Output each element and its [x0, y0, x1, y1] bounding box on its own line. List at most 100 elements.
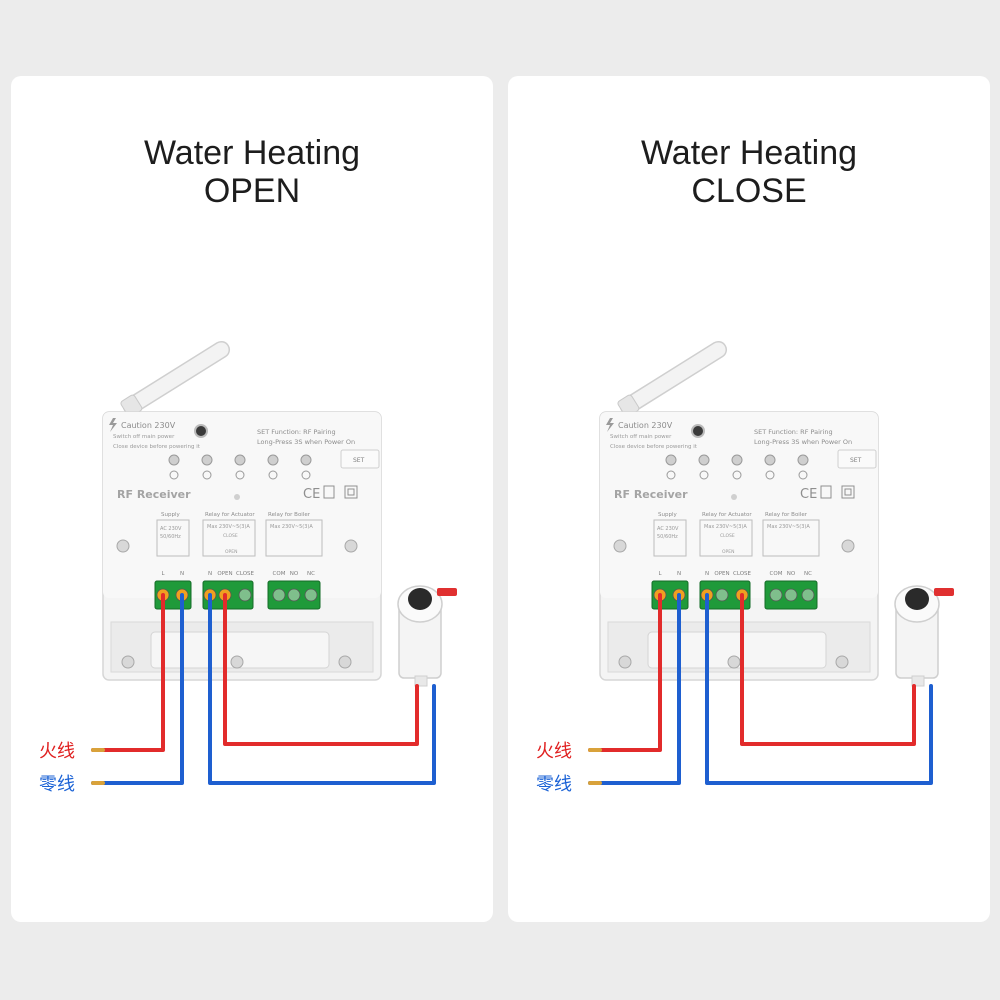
ce-mark: CE [800, 487, 817, 502]
terminal-blocks [154, 580, 321, 610]
actuator-open-label: OPEN [722, 549, 734, 555]
actuator-label: Relay for Actuator [702, 512, 752, 518]
title-line-1: Water Heating [640, 134, 858, 172]
terminal-screw [238, 588, 252, 602]
terminal-screw [304, 588, 318, 602]
neutral-wire-label: 零线 [39, 774, 75, 795]
indicator-led [764, 454, 776, 466]
boiler-box [265, 519, 323, 557]
wires [588, 593, 933, 785]
live-wire-supply [588, 593, 662, 752]
status-led [194, 424, 208, 438]
reset-hole [234, 494, 240, 500]
actuator-box [699, 519, 753, 557]
weee-bin-icon [820, 485, 832, 499]
warning-icon [699, 470, 709, 480]
supply-spec-1: AC 230V [657, 526, 679, 532]
weee-bin-icon [323, 485, 335, 499]
supply-label: Supply [658, 512, 677, 518]
boiler-box [762, 519, 820, 557]
set-button [340, 449, 380, 469]
actuator-label: Relay for Actuator [205, 512, 255, 518]
title-line-2: OPEN [203, 172, 301, 210]
boiler-label: Relay for Boiler [268, 512, 311, 518]
mount-slot [647, 631, 827, 669]
lightning-icon [109, 418, 117, 432]
terminal-label: N [677, 571, 681, 577]
actuator-close-label: CLOSE [720, 533, 735, 539]
neutral-wire-actuator [705, 593, 933, 785]
screw [116, 539, 130, 553]
terminal-screw [715, 588, 729, 602]
reset-hole [731, 494, 737, 500]
terminal-screw [769, 588, 783, 602]
antenna [120, 340, 231, 418]
screw [618, 655, 632, 669]
warning-icon [202, 470, 212, 480]
neutral-wire-label: 零线 [536, 774, 572, 795]
brand-label: RF Receiver [614, 488, 688, 501]
panel-title: Water Heating OPEN [11, 134, 493, 210]
signal-icon [301, 470, 311, 480]
indicator-led [234, 454, 246, 466]
terminal-label: L [161, 571, 165, 577]
terminal-screw [287, 588, 301, 602]
screw [344, 539, 358, 553]
double-insulation-icon [841, 485, 855, 499]
mount-slot [150, 631, 330, 669]
set-button-label: SET [353, 457, 365, 464]
terminal-label: COM [273, 571, 286, 577]
double-insulation-icon [344, 485, 358, 499]
terminal-label: OPEN [714, 571, 729, 577]
terminal-label: L [658, 571, 662, 577]
screw [727, 655, 741, 669]
supply-label: Supply [161, 512, 180, 518]
neutral-wire-supply [91, 593, 184, 785]
terminal-label: NO [787, 571, 796, 577]
boiler-spec: Max 230V~5(3)A [270, 524, 313, 530]
indicator-led [797, 454, 809, 466]
double-insulation-inner [844, 488, 852, 496]
indicator-led [168, 454, 180, 466]
indicator-led [300, 454, 312, 466]
title-line-2: CLOSE [691, 172, 807, 210]
double-insulation-inner [347, 488, 355, 496]
terminal-label: NC [804, 571, 812, 577]
caution-line-3: Close device before powering it [610, 444, 698, 450]
actuator-red-tab [934, 588, 954, 596]
screw [121, 655, 135, 669]
wifi-icon [666, 470, 676, 480]
actuator-box [202, 519, 256, 557]
screw [835, 655, 849, 669]
power-icon [235, 470, 245, 480]
wires [91, 593, 436, 785]
neutral-wire-supply [588, 593, 681, 785]
title-line-1: Water Heating [143, 134, 361, 172]
actuator-cable-gland [911, 675, 925, 687]
panel-title: Water Heating CLOSE [508, 134, 990, 210]
heat-icon [765, 470, 775, 480]
indicator-led [201, 454, 213, 466]
terminal-screw [272, 588, 286, 602]
long-press-text: Long-Press 3S when Power On [754, 438, 852, 446]
actuator-spec: Max 230V~5(3)A [207, 524, 250, 530]
caution-text: Caution 230V [121, 421, 176, 430]
terminal-blocks [651, 580, 818, 610]
ce-mark: CE [303, 487, 320, 502]
indicator-led [665, 454, 677, 466]
actuator-knob [905, 588, 929, 610]
neutral-wire-actuator [208, 593, 436, 785]
lightning-icon [606, 418, 614, 432]
caution-line-3: Close device before powering it [113, 444, 201, 450]
supply-spec-1: AC 230V [160, 526, 182, 532]
caution-line-2: Switch off main power [113, 434, 175, 440]
wifi-icon [169, 470, 179, 480]
terminal-label: CLOSE [733, 571, 752, 577]
actuator-close-label: CLOSE [223, 533, 238, 539]
